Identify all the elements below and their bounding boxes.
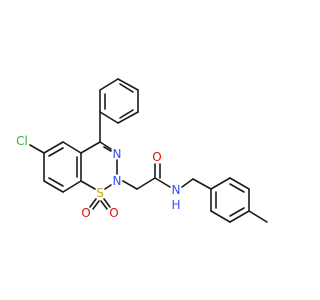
bond <box>119 83 134 93</box>
bond <box>89 198 97 208</box>
structure-canvas: Cl N N S O O O N H <box>16 78 268 223</box>
bond <box>92 200 100 210</box>
bond <box>62 180 82 193</box>
atom-oxygen-carbonyl: O <box>152 150 161 164</box>
bond <box>229 177 250 190</box>
bond <box>103 198 111 208</box>
atom-oxygen-sulfonyl-right: O <box>109 206 118 220</box>
bond <box>136 177 156 190</box>
bond <box>48 147 64 157</box>
bond <box>100 200 108 210</box>
bond <box>43 180 64 193</box>
bond <box>48 177 64 187</box>
bond <box>99 78 119 91</box>
bond <box>104 184 112 190</box>
benzo-ring <box>43 141 82 193</box>
bond <box>99 111 119 124</box>
bond <box>192 178 212 190</box>
bond <box>229 207 245 217</box>
bond <box>122 180 138 190</box>
bond <box>29 144 45 154</box>
bond <box>248 210 268 223</box>
bond <box>80 180 96 190</box>
bond <box>210 177 231 190</box>
bond <box>62 141 82 154</box>
atom-nitrogen-ring-2: N <box>113 174 122 188</box>
atom-nitrogen-ring-1: N <box>113 147 122 161</box>
bond <box>181 178 194 188</box>
bond <box>229 183 245 193</box>
atom-amide-nitrogen: N <box>172 183 181 197</box>
atom-chlorine: Cl <box>16 134 28 148</box>
atom-oxygen-sulfonyl-left: O <box>81 206 90 220</box>
bond <box>117 78 139 91</box>
bond <box>210 210 231 223</box>
atom-amide-hydrogen: H <box>171 198 180 212</box>
bond <box>117 111 139 124</box>
molecule-structure: Cl N N S O O O N H <box>16 78 268 223</box>
bond <box>119 109 134 119</box>
bond <box>154 177 171 188</box>
tolyl-ring <box>210 177 250 223</box>
bond <box>43 141 64 154</box>
phenyl-ring <box>99 78 139 124</box>
thiadiazine-ring <box>80 141 118 190</box>
bond <box>99 141 112 150</box>
atom-sulfur: S <box>96 186 104 200</box>
bond <box>103 146 112 152</box>
bond <box>80 141 101 154</box>
bond <box>229 210 250 223</box>
